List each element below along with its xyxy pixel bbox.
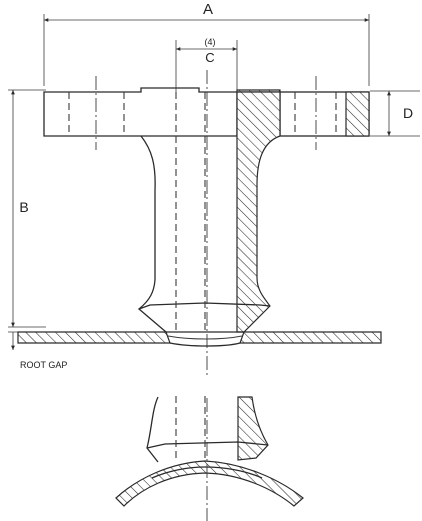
dimension-a: A: [43, 1, 370, 86]
root-gap-label: ROOT GAP: [20, 360, 67, 370]
dim-c-note: (4): [205, 37, 216, 47]
dimension-d: D: [370, 90, 420, 137]
flange-plate: [43, 76, 370, 150]
dim-c-label: C: [205, 50, 214, 65]
shell-plate: [17, 331, 382, 347]
dim-d-label: D: [403, 105, 413, 121]
nozzle-hub: [137, 70, 281, 378]
dim-b-label: B: [19, 199, 28, 215]
curved-shell-detail: [115, 396, 304, 521]
root-gap-callout: ROOT GAP: [11, 332, 67, 370]
dim-a-label: A: [203, 1, 213, 18]
dimension-c: (4) C: [175, 37, 238, 92]
dimension-b: B: [8, 89, 46, 333]
